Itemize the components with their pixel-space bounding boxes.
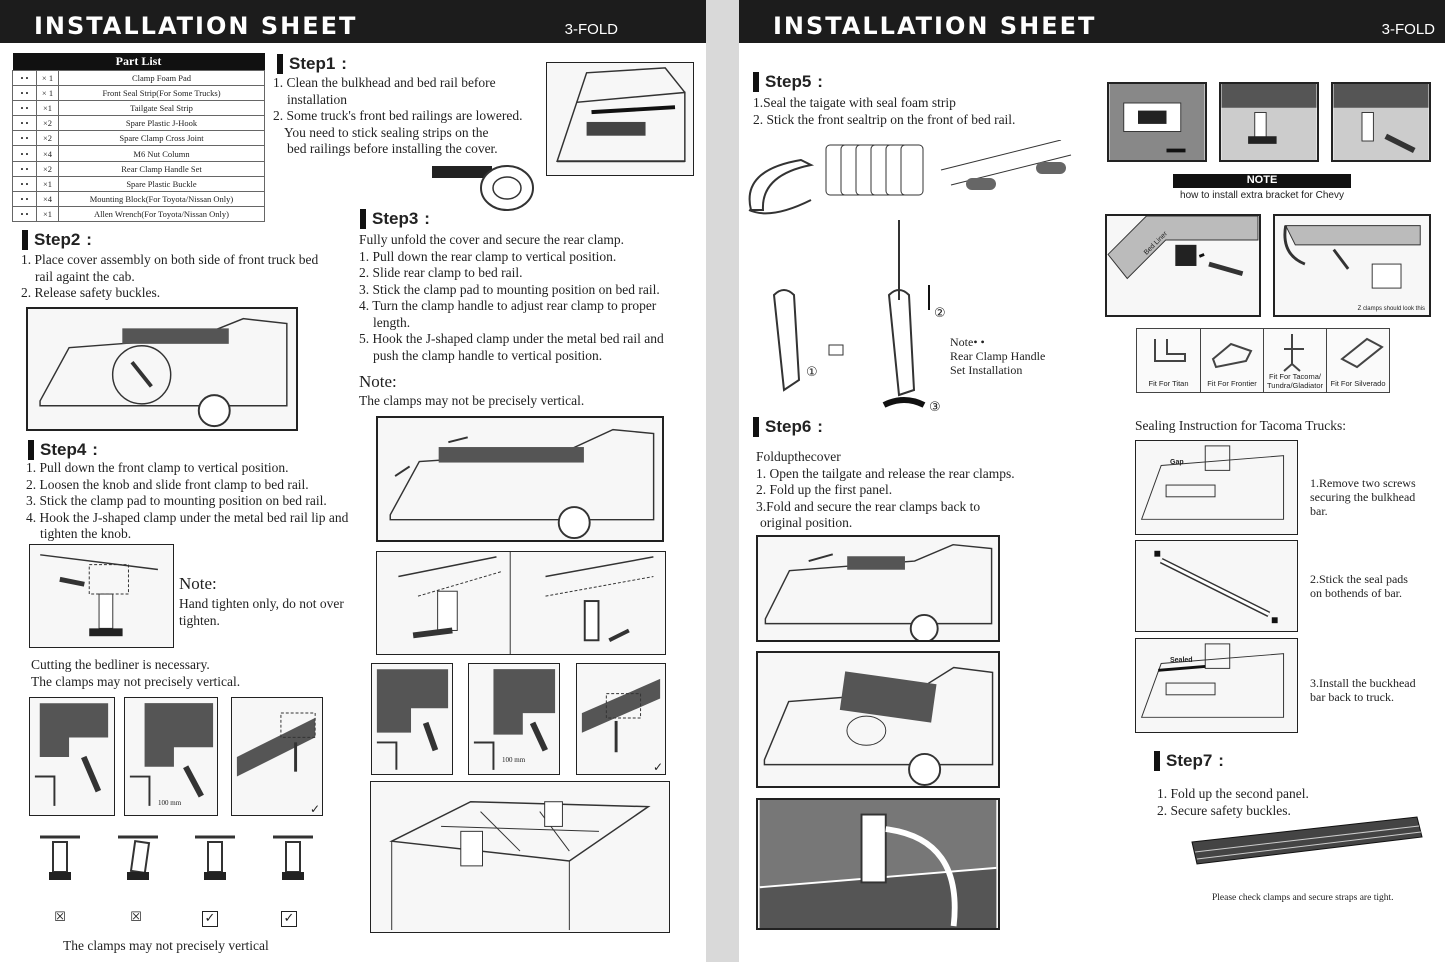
step1-bulkhead-illustration bbox=[546, 62, 694, 176]
step3-rear-clamp-illustration bbox=[376, 551, 666, 655]
step2-truck-illustration bbox=[26, 307, 298, 431]
fit-tacoma-bracket: Fit For Tacoma/ Tundra/Gladiator bbox=[1263, 328, 1327, 393]
tacoma-seal-pads-illustration bbox=[1135, 540, 1298, 632]
chevy-note-badge: NOTE bbox=[1173, 174, 1351, 188]
tacoma-step2-text: 2.Stick the seal pads on bothends of bar… bbox=[1310, 572, 1408, 600]
chevy-bedliner-illustration: Bed Liner bbox=[1105, 214, 1261, 317]
callout-2: ② bbox=[934, 306, 946, 321]
tacoma-gap-illustration: Gap bbox=[1135, 440, 1298, 535]
step7-footer: Please check clamps and secure straps ar… bbox=[1212, 893, 1394, 903]
tacoma-step3-text: 3.Install the buckhead bar back to truck… bbox=[1310, 676, 1416, 704]
sheet-header: INSTALLATION SHEET 3-FOLD bbox=[739, 0, 1445, 43]
sheet-title: INSTALLATION SHEET bbox=[34, 12, 358, 40]
step3-cut-illustration-1 bbox=[371, 663, 453, 775]
check-box-icon: ✓ bbox=[202, 911, 218, 927]
step2-heading: Step2: bbox=[22, 230, 92, 250]
step3-text: Fully unfold the cover and secure the re… bbox=[359, 232, 664, 363]
check-mark-icon: ✓ bbox=[310, 802, 321, 816]
clamp-angle-illustration-4 bbox=[268, 832, 320, 888]
part-list-title: Part List bbox=[12, 53, 265, 70]
step4-heading: Step4: bbox=[28, 440, 98, 460]
fit-frontier-bracket: Fit For Frontier bbox=[1200, 328, 1264, 393]
step4-clamp-illustration bbox=[29, 544, 174, 648]
step7-heading: Step7: bbox=[1154, 751, 1224, 771]
step3-heading: Step3: bbox=[360, 209, 430, 229]
step6-clamp-closeup-illustration bbox=[756, 798, 1000, 930]
fold-label: 3-FOLD bbox=[564, 21, 618, 38]
sheet-right: INSTALLATION SHEET 3-FOLD Step5: 1.Seal … bbox=[739, 0, 1445, 962]
seal-strip-roll-illustration bbox=[432, 160, 536, 212]
chevy-bracket-illustration-2 bbox=[1219, 82, 1319, 162]
sheet-header: INSTALLATION SHEET 3-FOLD bbox=[0, 0, 706, 43]
step4-note-text: Hand tighten only, do not over tighten. bbox=[179, 596, 344, 628]
step3-truck-illustration bbox=[376, 416, 664, 542]
bedliner-cut-illustration-3: ✓ bbox=[231, 697, 323, 816]
tacoma-title: Sealing Instruction for Tacoma Trucks: bbox=[1135, 418, 1347, 433]
step7-text: 1. Fold up the second panel. 2. Secure s… bbox=[1157, 786, 1309, 818]
step3-overview-illustration bbox=[370, 781, 670, 933]
step6-truck-illustration-1 bbox=[756, 535, 1000, 642]
bedliner-cut-illustration-2: 100 mm bbox=[124, 697, 218, 816]
cross-box-icon: ☒ bbox=[130, 910, 142, 925]
sheet-left: INSTALLATION SHEET 3-FOLD Part List • •×… bbox=[0, 0, 706, 962]
bedliner-cut-illustration-1 bbox=[29, 697, 115, 816]
step1-heading: Step1: bbox=[277, 54, 347, 74]
chevy-note-caption: how to install extra bracket for Chevy bbox=[1180, 190, 1344, 201]
step5-heading: Step5: bbox=[753, 72, 823, 92]
chevy-z-clamp-illustration: Z clamps should look this bbox=[1273, 214, 1431, 317]
measure-label: 100 mm bbox=[502, 756, 526, 764]
fold-label: 3-FOLD bbox=[1381, 21, 1435, 38]
sealed-label: Sealed bbox=[1170, 657, 1193, 664]
cut-bedliner-text: Cutting the bedliner is necessary. The c… bbox=[31, 657, 241, 689]
sheet-title: INSTALLATION SHEET bbox=[773, 12, 1097, 40]
step2-text: 1. Place cover assembly on both side of … bbox=[21, 252, 319, 300]
check-box-icon: ✓ bbox=[281, 911, 297, 927]
tacoma-sealed-illustration: Sealed bbox=[1135, 638, 1298, 733]
folded-cover-illustration bbox=[1187, 812, 1427, 874]
rear-clamp-handle-illustration: ① ② ③ bbox=[744, 210, 974, 420]
step4-text: 1. Pull down the front clamp to vertical… bbox=[26, 460, 349, 541]
step4-footer: The clamps may not precisely vertical bbox=[63, 938, 269, 953]
step5-note: Note• • Rear Clamp Handle Set Installati… bbox=[950, 335, 1046, 377]
step6-text: Foldupthecover 1. Open the tailgate and … bbox=[756, 449, 1015, 530]
step1-text: 1. Clean the bulkhead and bed rail befor… bbox=[273, 75, 523, 156]
step3-cut-illustration-2: 100 mm bbox=[468, 663, 560, 775]
step6-truck-illustration-2 bbox=[756, 651, 1000, 788]
step6-heading: Step6: bbox=[753, 417, 823, 437]
tacoma-step1-text: 1.Remove two screws securing the bulkhea… bbox=[1310, 476, 1416, 518]
fit-titan-bracket: Fit For Titan bbox=[1136, 328, 1201, 393]
cross-box-icon: ☒ bbox=[54, 910, 66, 925]
clamp-angle-illustration-1 bbox=[35, 832, 87, 888]
check-mark-icon: ✓ bbox=[653, 760, 664, 774]
step5-text: 1.Seal the taigate with seal foam strip … bbox=[753, 95, 1016, 127]
chevy-bracket-illustration-3 bbox=[1331, 82, 1431, 162]
step3-cut-illustration-3: ✓ bbox=[576, 663, 666, 775]
clamp-angle-illustration-3 bbox=[190, 832, 242, 888]
step3-note-title: Note: bbox=[359, 372, 397, 391]
clamp-angle-illustration-2 bbox=[113, 832, 165, 888]
chevy-bracket-illustration-1 bbox=[1107, 82, 1207, 162]
seal-foam-strip-illustration bbox=[741, 139, 1081, 240]
gap-label: Gap bbox=[1170, 459, 1184, 466]
step3-note-text: The clamps may not be precisely vertical… bbox=[359, 393, 585, 408]
z-clamp-caption: Z clamps should look this bbox=[1357, 306, 1425, 312]
step4-note-title: Note: bbox=[179, 574, 217, 593]
fit-silverado-bracket: Fit For Silverado bbox=[1326, 328, 1390, 393]
callout-1: ① bbox=[806, 365, 818, 380]
callout-3: ③ bbox=[929, 400, 941, 415]
measure-label: 100 mm bbox=[158, 799, 182, 807]
